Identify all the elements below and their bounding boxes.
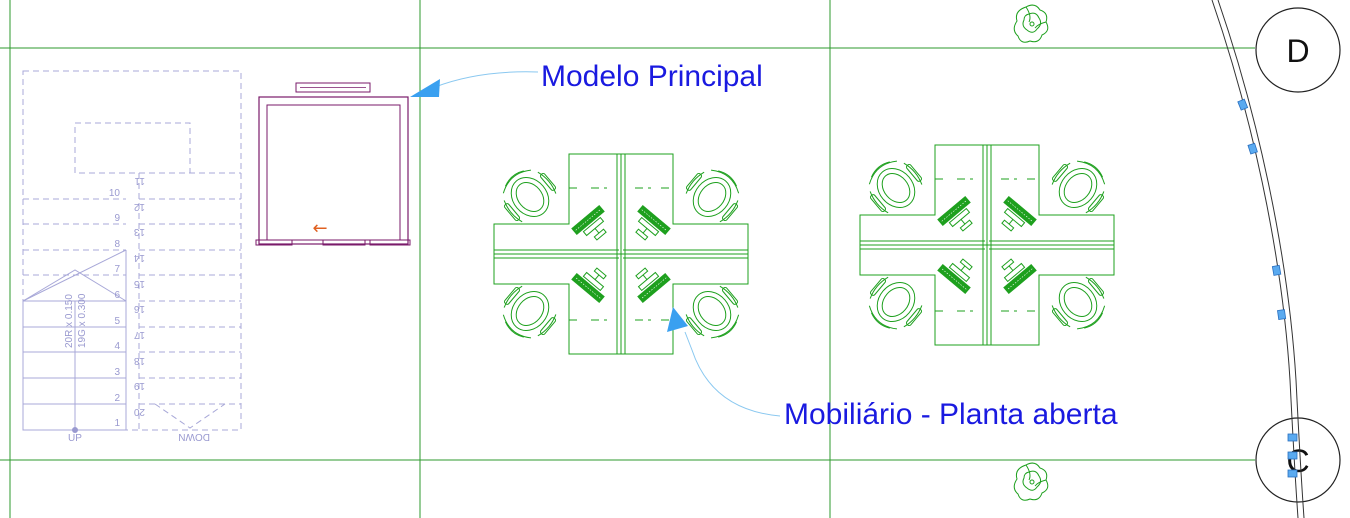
grid-bubble-d-label: D bbox=[1286, 33, 1309, 69]
svg-text:11: 11 bbox=[134, 175, 145, 186]
svg-text:10: 10 bbox=[109, 188, 121, 199]
main-model-label: Modelo Principal bbox=[541, 60, 763, 93]
svg-text:9: 9 bbox=[114, 213, 120, 224]
grid-lines bbox=[0, 0, 1255, 518]
svg-text:17: 17 bbox=[133, 329, 145, 340]
stair-tread-note: 19G x 0.300 bbox=[77, 293, 88, 348]
stair-riser-note: 20R x 0.150 bbox=[64, 294, 75, 348]
svg-text:8: 8 bbox=[114, 239, 120, 250]
stair-up-label: UP bbox=[68, 433, 82, 444]
svg-text:13: 13 bbox=[133, 226, 145, 237]
annotation-main-model[interactable]: Modelo Principal bbox=[410, 60, 763, 97]
tree-icon[interactable] bbox=[1013, 4, 1049, 43]
annotation-furniture[interactable]: Mobiliário - Planta aberta bbox=[667, 307, 1118, 431]
svg-text:12: 12 bbox=[133, 201, 145, 212]
svg-text:2: 2 bbox=[114, 393, 120, 404]
svg-text:6: 6 bbox=[114, 290, 120, 301]
stair-step-numbers-right: 11 12 13 14 15 16 17 18 19 20 bbox=[133, 175, 145, 417]
svg-text:14: 14 bbox=[133, 252, 145, 263]
svg-text:3: 3 bbox=[114, 367, 120, 378]
svg-text:16: 16 bbox=[133, 303, 145, 314]
leader-arrow-icon bbox=[410, 79, 440, 97]
leader-arrow-icon bbox=[667, 307, 688, 332]
stair-treads-right bbox=[138, 172, 241, 430]
grid-bubble-c[interactable]: C bbox=[1255, 417, 1341, 503]
svg-text:1: 1 bbox=[114, 418, 120, 429]
svg-text:5: 5 bbox=[114, 316, 120, 327]
svg-text:19: 19 bbox=[133, 380, 145, 391]
svg-text:15: 15 bbox=[133, 278, 145, 289]
elevator[interactable]: ← bbox=[255, 82, 411, 246]
stair-step-numbers-left: 1 2 3 4 5 6 7 8 9 10 bbox=[109, 188, 121, 429]
stair[interactable]: 1 2 3 4 5 6 7 8 9 10 11 12 13 14 15 16 1… bbox=[22, 70, 242, 444]
tree-icon[interactable] bbox=[1013, 462, 1049, 501]
grid-bubble-d[interactable]: D bbox=[1255, 7, 1341, 93]
stair-treads-left bbox=[22, 198, 127, 433]
svg-text:4: 4 bbox=[114, 341, 120, 352]
svg-text:7: 7 bbox=[114, 264, 120, 275]
stair-down-label: DOWN bbox=[178, 431, 210, 442]
svg-text:18: 18 bbox=[133, 355, 145, 366]
desk-cluster-right[interactable] bbox=[859, 145, 1116, 345]
desk-cluster-left[interactable] bbox=[493, 154, 750, 354]
curved-exterior-wall[interactable] bbox=[1211, 0, 1305, 518]
elevator-arrow-icon: ← bbox=[312, 218, 327, 239]
svg-text:20: 20 bbox=[133, 406, 145, 417]
furniture-label: Mobiliário - Planta aberta bbox=[784, 398, 1118, 431]
